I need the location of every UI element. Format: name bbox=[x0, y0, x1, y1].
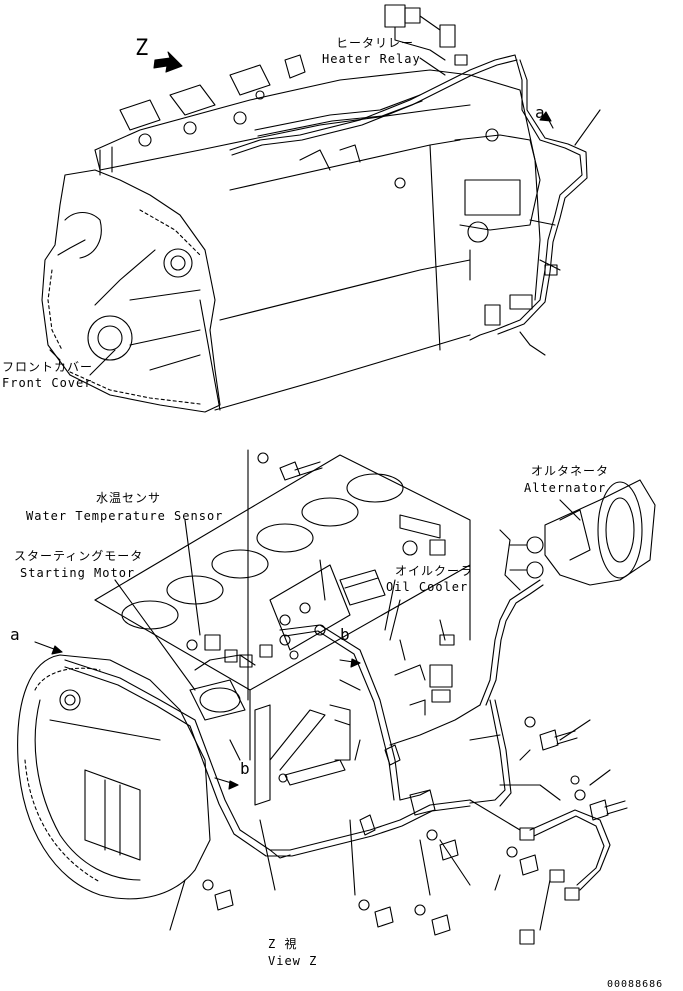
view-z-arrow bbox=[153, 51, 183, 73]
arrow-b-center-label: b bbox=[340, 625, 351, 644]
bolts bbox=[202, 452, 628, 936]
view-arrow-letter: Z bbox=[135, 36, 149, 61]
arrow-a-top-label: a bbox=[535, 103, 546, 122]
heater-relay-label-jp: ヒータリレー bbox=[336, 36, 415, 50]
drawing-number: 00088686 bbox=[607, 979, 664, 990]
front-cover-label-en: Front Cover bbox=[2, 376, 93, 390]
arrow-a-bottom-label: a bbox=[10, 625, 21, 644]
oil-cooler-label-en: Oil Cooler bbox=[386, 580, 469, 594]
heater-relay-label-en: Heater Relay bbox=[322, 52, 421, 66]
top-engine-block bbox=[41, 4, 601, 413]
water-temp-sensor-label-en: Water Temperature Sensor bbox=[26, 509, 224, 523]
starting-motor-label-en: Starting Motor bbox=[20, 566, 136, 580]
arrow-b-lower-label: b bbox=[240, 759, 251, 778]
alternator-label-en: Alternator bbox=[524, 481, 607, 495]
front-cover-label-jp: フロントカバー bbox=[2, 360, 94, 374]
starting-motor-label-jp: スターティングモータ bbox=[14, 549, 144, 563]
alternator-label-jp: オルタネータ bbox=[531, 464, 610, 478]
bottom-engine-block bbox=[17, 449, 656, 945]
view-z-label-en: View Z bbox=[268, 954, 318, 968]
water-temp-sensor-label-jp: 水温センサ bbox=[96, 491, 162, 505]
oil-cooler-label-jp: オイルクーラ bbox=[395, 564, 474, 578]
view-z-label-jp: Z 視 bbox=[268, 937, 298, 951]
